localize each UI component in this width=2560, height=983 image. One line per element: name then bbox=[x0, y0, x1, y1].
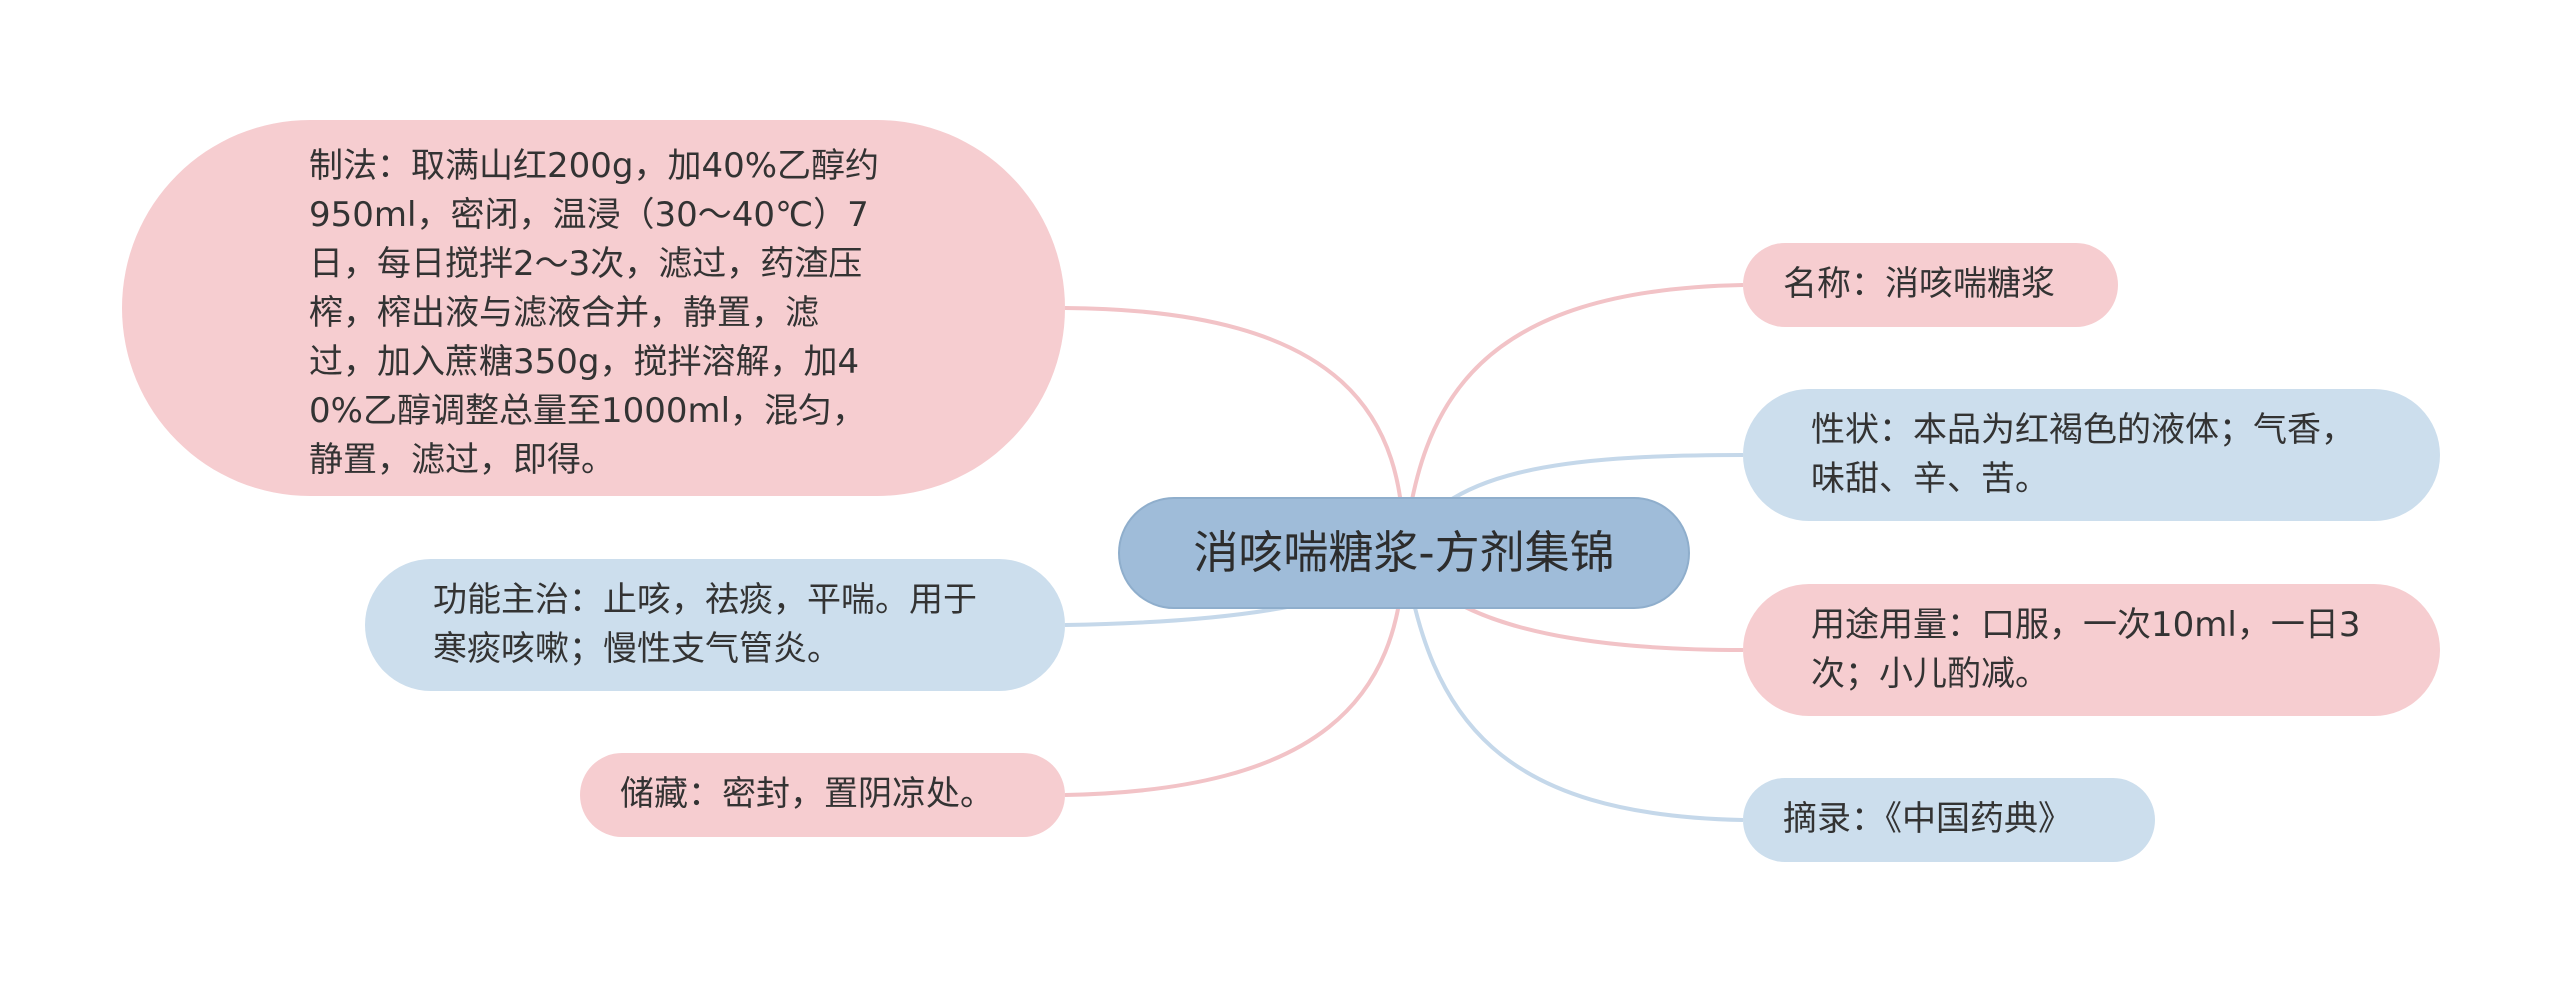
link-mingcheng bbox=[1402, 283, 1744, 554]
node-usage-dosage: 用途用量：口服，一次10ml，一日3次；小儿酌减。 bbox=[1743, 584, 2440, 716]
node-appearance: 性状：本品为红褐色的液体；气香，味甜、辛、苦。 bbox=[1743, 389, 2440, 521]
node-storage: 储藏：密封，置阴凉处。 bbox=[580, 753, 1065, 837]
node-preparation: 制法：取满山红200g，加40%乙醇约950ml，密闭，温浸（30～40℃）7日… bbox=[122, 120, 1065, 496]
link-zhailu bbox=[1402, 552, 1744, 822]
node-indications: 功能主治：止咳，祛痰，平喘。用于寒痰咳嗽；慢性支气管炎。 bbox=[365, 559, 1065, 691]
node-source: 摘录：《中国药典》 bbox=[1743, 778, 2155, 862]
root-node: 消咳喘糖浆-方剂集锦 bbox=[1118, 497, 1690, 609]
node-name: 名称：消咳喘糖浆 bbox=[1743, 243, 2118, 327]
link-chucang bbox=[1064, 552, 1406, 797]
